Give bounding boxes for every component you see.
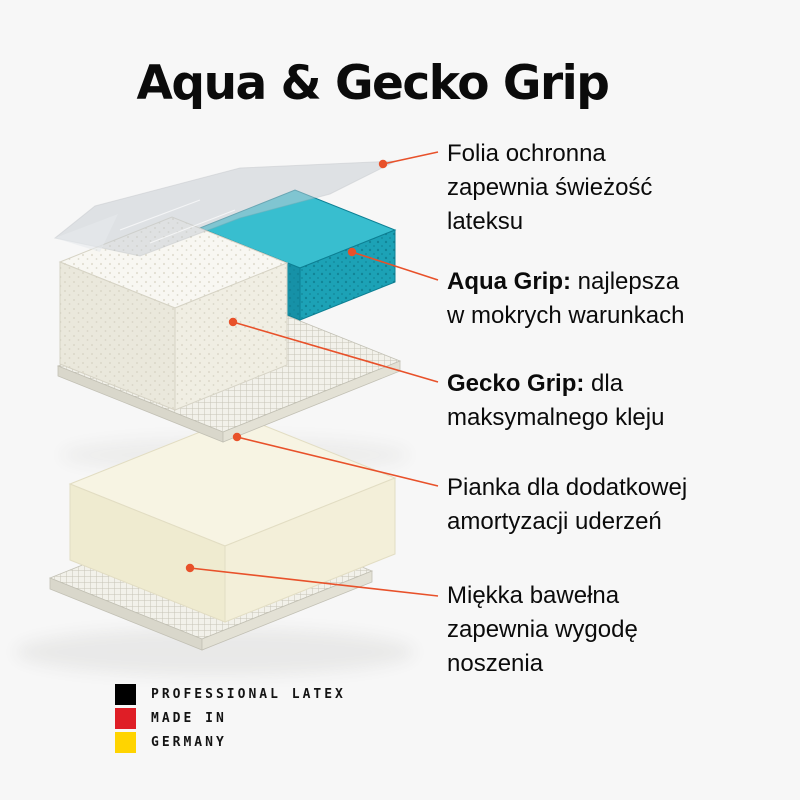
annotation-foil: Folia ochronna zapewnia świeżość lateksu xyxy=(447,137,757,239)
annotation-aqua-bold: Aqua Grip: xyxy=(447,268,571,295)
annotation-gecko-grip: Gecko Grip: dla maksymalnego kleju xyxy=(447,367,757,435)
leader-line-cotton xyxy=(189,567,439,597)
leader-line-aqua xyxy=(351,251,439,281)
annotation-aqua-grip: Aqua Grip: najlepsza w mokrych warunkach xyxy=(447,265,757,333)
leader-dot-cotton xyxy=(185,563,195,573)
annotation-aqua-text: najlepsza w mokrych warunkach xyxy=(447,268,685,329)
annotation-gecko-bold: Gecko Grip: xyxy=(447,370,585,397)
shadow-bottom xyxy=(15,628,415,676)
leader-line-foam xyxy=(236,436,439,487)
badge-line-germany: GERMANY xyxy=(151,735,227,750)
leader-dot-foam xyxy=(232,432,242,442)
leader-dot-aqua xyxy=(347,247,357,257)
protective-foil-sheet xyxy=(53,160,397,257)
badge-line-made-in: MADE IN xyxy=(151,711,227,726)
flag-black-square xyxy=(115,684,136,705)
badge-row: GERMANY xyxy=(115,732,346,753)
flag-red-square xyxy=(115,708,136,729)
leader-dot-foil xyxy=(378,159,388,169)
leader-line-gecko xyxy=(232,321,439,383)
badge-row: PROFESSIONAL LATEX xyxy=(115,684,346,705)
foam-layer xyxy=(68,415,397,623)
annotation-foil-text: Folia ochronna zapewnia świeżość lateksu xyxy=(447,140,653,235)
annotation-cotton-text: Miękka bawełna zapewnia wygodę noszenia xyxy=(447,582,638,677)
flag-yellow-square xyxy=(115,732,136,753)
leader-dot-gecko xyxy=(228,317,238,327)
badge-line-professional-latex: PROFESSIONAL LATEX xyxy=(151,687,346,702)
leader-line-foil xyxy=(382,151,439,165)
page-title: Aqua & Gecko Grip xyxy=(136,56,610,111)
annotation-foam-text: Pianka dla dodatkowej amortyzacji uderze… xyxy=(447,474,688,535)
made-in-germany-badge: PROFESSIONAL LATEX MADE IN GERMANY xyxy=(115,684,346,756)
annotation-foam: Pianka dla dodatkowej amortyzacji uderze… xyxy=(447,471,757,539)
annotation-gecko-text: dla maksymalnego kleju xyxy=(447,370,665,431)
badge-row: MADE IN xyxy=(115,708,346,729)
annotation-cotton: Miękka bawełna zapewnia wygodę noszenia xyxy=(447,579,757,681)
foil-crinkle xyxy=(119,199,236,244)
